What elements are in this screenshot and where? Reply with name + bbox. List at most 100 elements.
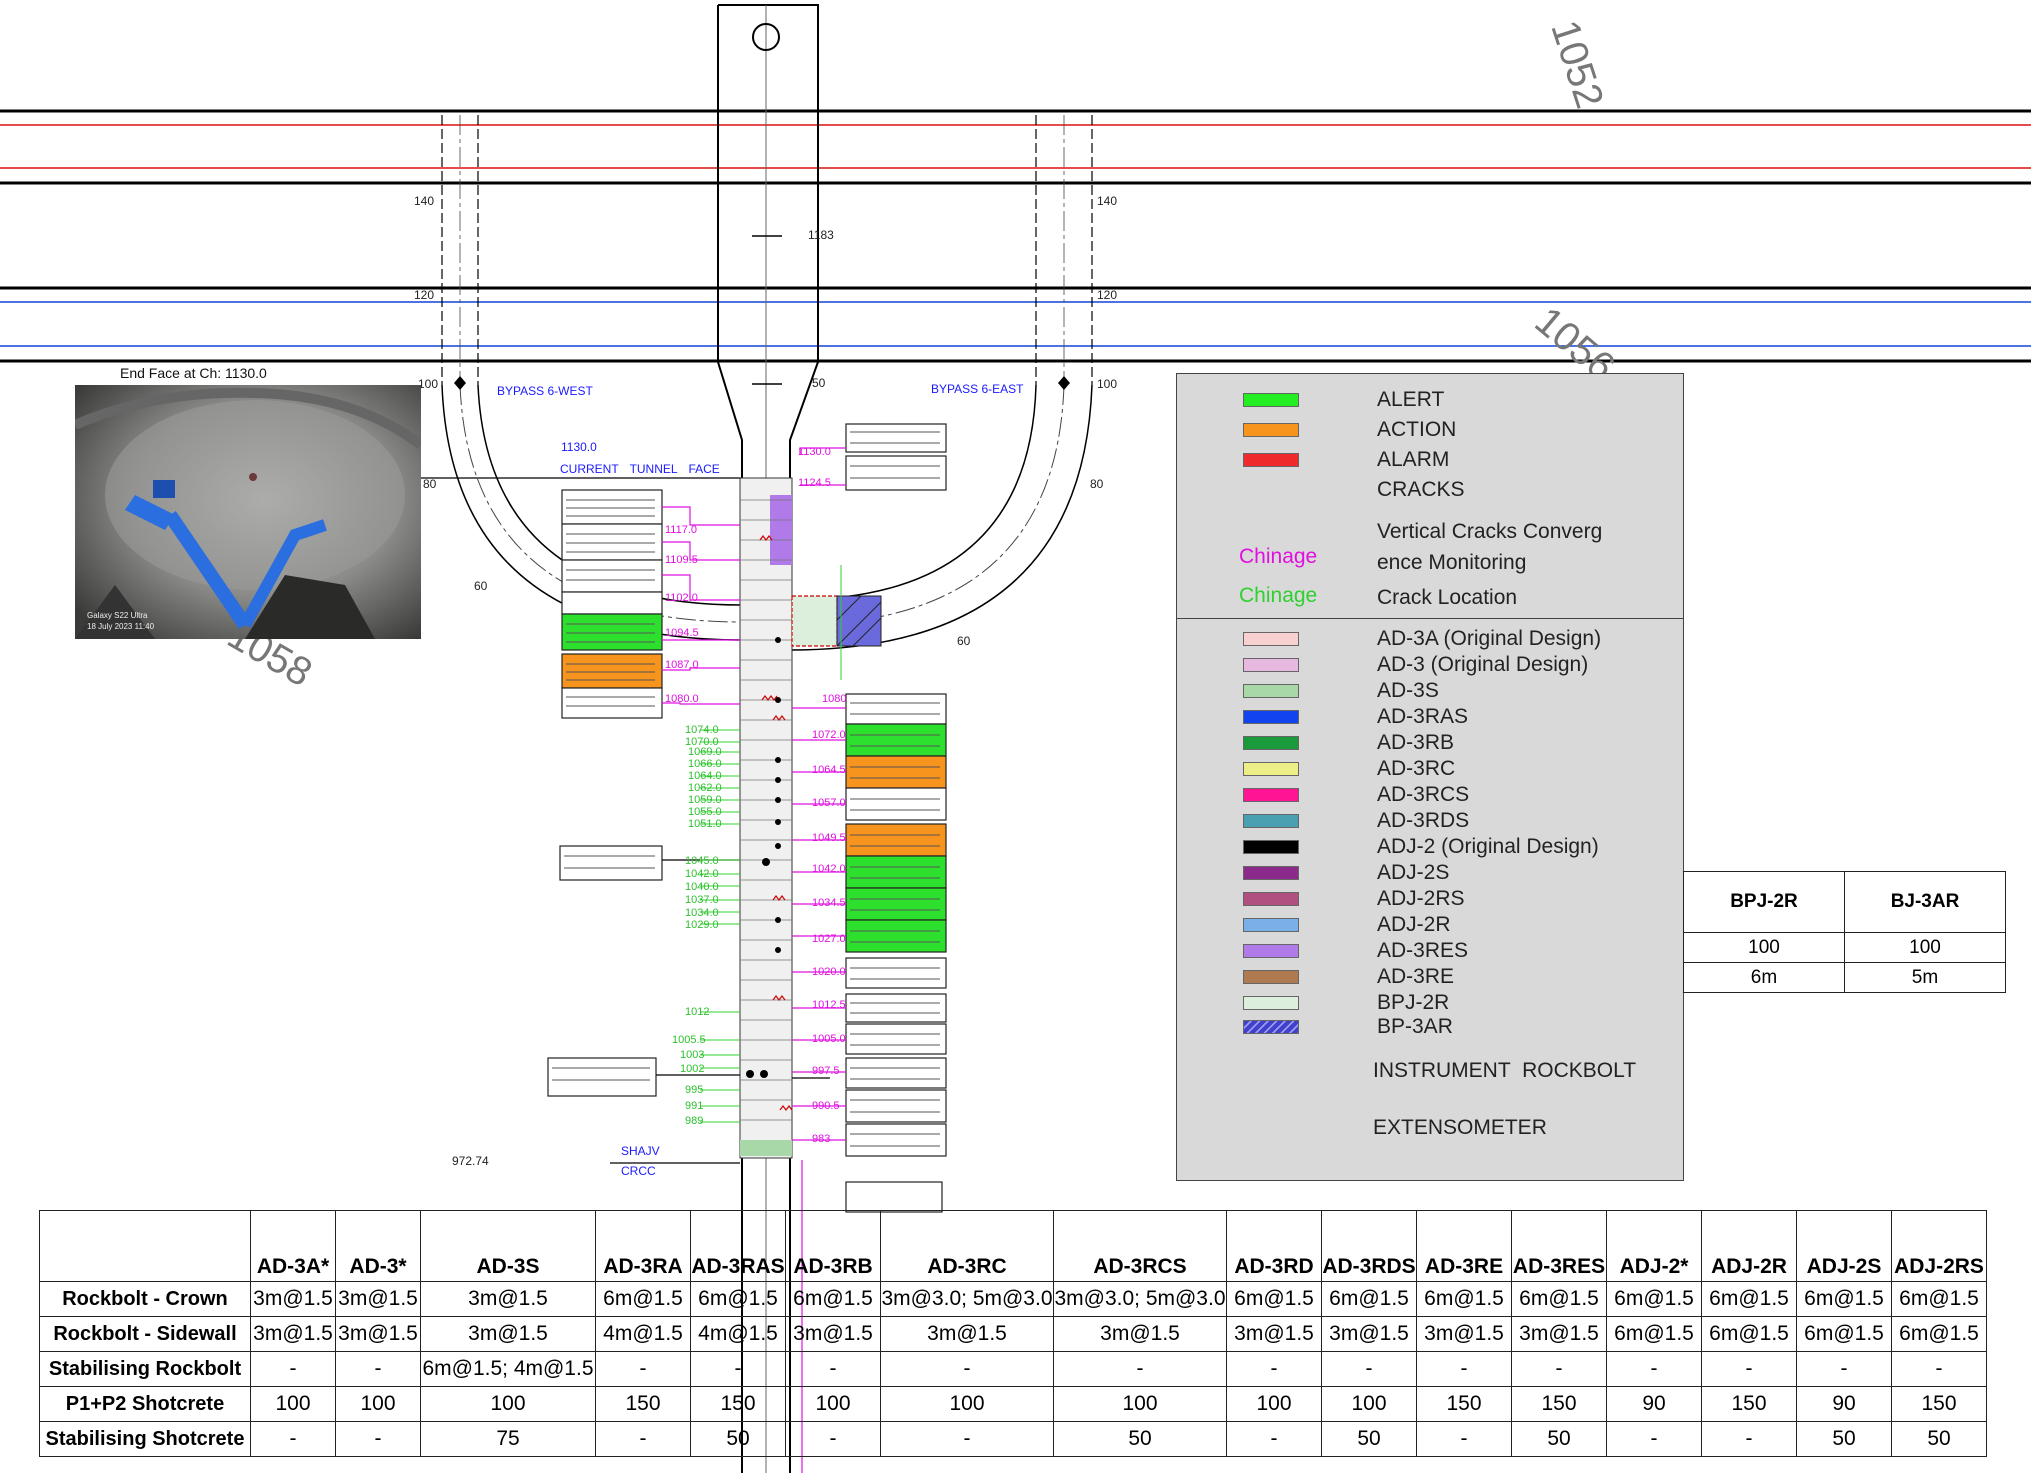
legend-item-action: ACTION [1177,417,1683,443]
design-table-cell: 3m@1.5 [1511,1316,1607,1352]
design-table-cell: 6m@1.5; 4m@1.5 [420,1351,596,1387]
svg-text:100: 100 [1097,377,1117,391]
face-chainage-label: 1130.0 [561,440,597,454]
legend-swatch [1243,944,1299,958]
legend-label: ADJ-2RS [1377,887,1465,910]
legend-item-design: BPJ-2R [1177,990,1683,1016]
legend-label: AD-3RDS [1377,809,1470,832]
legend-swatch [1243,632,1299,646]
design-table-cell: 6m@1.5 [1226,1281,1322,1317]
design-table-cell: 50 [690,1421,786,1457]
design-table-cell: 150 [690,1386,786,1422]
bp-table-header: BJ-3AR [1844,871,2006,933]
design-table-cell: 3m@1.5 [335,1281,421,1317]
svg-text:1034.0: 1034.0 [685,907,719,919]
design-table-header: ADJ-2* [1606,1210,1702,1282]
design-table-cell: - [1416,1351,1512,1387]
svg-text:1124.5: 1124.5 [798,477,831,489]
svg-text:140: 140 [1097,194,1117,208]
design-table-cell: 3m@1.5 [250,1316,336,1352]
design-table-cell: 50 [1511,1421,1607,1457]
design-table-cell: 6m@1.5 [1511,1281,1607,1317]
legend-swatch [1243,658,1299,672]
svg-text:120: 120 [1097,288,1117,302]
design-table-cell: - [595,1421,691,1457]
bp-table-cell: 100 [1844,932,2006,963]
design-table-header: AD-3RES [1511,1210,1607,1282]
legend-swatch [1243,788,1299,802]
legend-item-cracks: CRACKS [1177,477,1683,503]
svg-text:1042.0: 1042.0 [812,863,846,875]
design-table-cell: 3m@3.0; 5m@3.0 [1053,1281,1227,1317]
table-row: Stabilising Shotcrete--75-50--50-50-50--… [39,1421,1987,1457]
svg-text:1012: 1012 [685,1006,709,1018]
bypass-east-label: BYPASS 6-EAST [931,382,1024,396]
legend-label-instrument-rockbolt: INSTRUMENT ROCKBOLT [1373,1059,1637,1082]
svg-text:120: 120 [414,288,434,302]
design-table-cell: - [690,1351,786,1387]
bp-table-cell: 5m [1844,962,2006,993]
svg-text:1094.5: 1094.5 [665,627,699,639]
svg-text:1029.0: 1029.0 [685,919,719,931]
design-table-row-header: Stabilising Shotcrete [39,1421,251,1457]
design-table-header: AD-3RAS [690,1210,786,1282]
legend-swatch [1243,423,1299,437]
design-table-header: ADJ-2S [1796,1210,1892,1282]
legend-label: AD-3RB [1377,731,1455,754]
current-tunnel-face-label: CURRENT TUNNEL FACE [560,462,720,476]
legend-swatch [1243,996,1299,1010]
legend-item-design: ADJ-2S [1177,860,1683,886]
legend-label: ADJ-2R [1377,913,1451,936]
photo-title: End Face at Ch: 1130.0 [120,365,267,381]
bypass-west-label: BYPASS 6-WEST [497,384,593,398]
legend-item-design: ADJ-2 (Original Design) [1177,834,1683,860]
design-table-row-header: P1+P2 Shotcrete [39,1386,251,1422]
shaft-label-crcc: CRCC [621,1164,656,1178]
design-table-cell: 6m@1.5 [1321,1281,1417,1317]
svg-text:1045.0: 1045.0 [685,855,719,867]
design-table-row-header: Stabilising Rockbolt [39,1351,251,1387]
design-table-cell: 3m@1.5 [785,1316,881,1352]
design-table-cell: 3m@1.5 [420,1281,596,1317]
legend-item-design: AD-3RCS [1177,782,1683,808]
svg-text:1183: 1183 [808,228,834,242]
svg-text:1109.5: 1109.5 [665,554,698,566]
svg-text:1042.0: 1042.0 [685,868,719,880]
svg-text:50: 50 [812,376,826,390]
svg-text:1051.0: 1051.0 [688,818,722,830]
design-table-header: AD-3RB [785,1210,881,1282]
legend-item-design: AD-3 (Original Design) [1177,652,1683,678]
design-table-cell: 6m@1.5 [1416,1281,1512,1317]
svg-text:1064.0: 1064.0 [688,770,722,782]
design-table-cell: 6m@1.5 [690,1281,786,1317]
design-table-cell: 6m@1.5 [1606,1316,1702,1352]
legend-chinage-magenta: Chinage [1239,545,1318,568]
svg-text:80: 80 [1090,477,1104,491]
svg-text:1087.0: 1087.0 [665,659,699,671]
legend-swatch [1243,736,1299,750]
design-table-cell: 6m@1.5 [1796,1316,1892,1352]
svg-text:1005.0: 1005.0 [812,1033,846,1045]
design-table-cell: 4m@1.5 [595,1316,691,1352]
legend-panel: ALERT ACTION ALARM CRACKS Vertical Crack… [1176,373,1684,1181]
svg-text:1072.0: 1072.0 [812,729,846,741]
design-table-cell: 3m@3.0; 5m@3.0 [880,1281,1054,1317]
legend-swatch [1243,684,1299,698]
svg-text:1034.5: 1034.5 [812,897,846,909]
design-table-cell: - [1511,1351,1607,1387]
design-table-header: AD-3RCS [1053,1210,1227,1282]
design-table-cell: - [1701,1351,1797,1387]
svg-text:1049.5: 1049.5 [812,832,846,844]
svg-text:990.5: 990.5 [812,1100,840,1112]
svg-text:140: 140 [414,194,434,208]
design-table-cell: - [1891,1351,1987,1387]
design-table-cell: 150 [1416,1386,1512,1422]
shaft-label-shajv: SHAJV [621,1144,660,1158]
design-table-header: AD-3RE [1416,1210,1512,1282]
design-table-cell: 50 [1053,1421,1227,1457]
legend-label: CRACKS [1377,478,1465,501]
design-table-cell: 50 [1321,1421,1417,1457]
design-table-cell: - [335,1421,421,1457]
legend-label: ACTION [1377,418,1457,441]
design-table-cell: 100 [1321,1386,1417,1422]
